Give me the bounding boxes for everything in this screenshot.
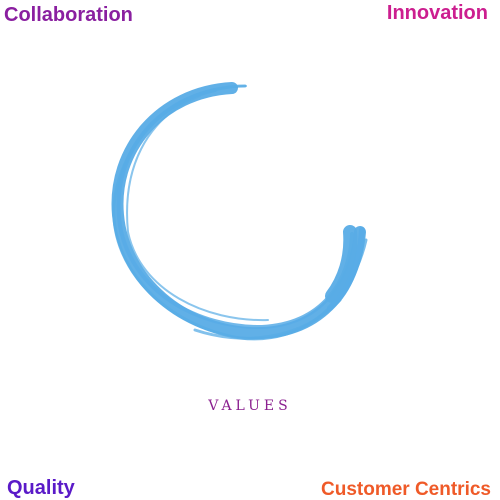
value-quality: Quality — [7, 477, 75, 499]
value-innovation: Innovation — [386, 2, 488, 24]
value-collaboration: Collaboration — [4, 4, 133, 26]
values-label: VALUES — [208, 398, 292, 414]
value-customer-centrics: Customer Centrics — [321, 479, 491, 500]
